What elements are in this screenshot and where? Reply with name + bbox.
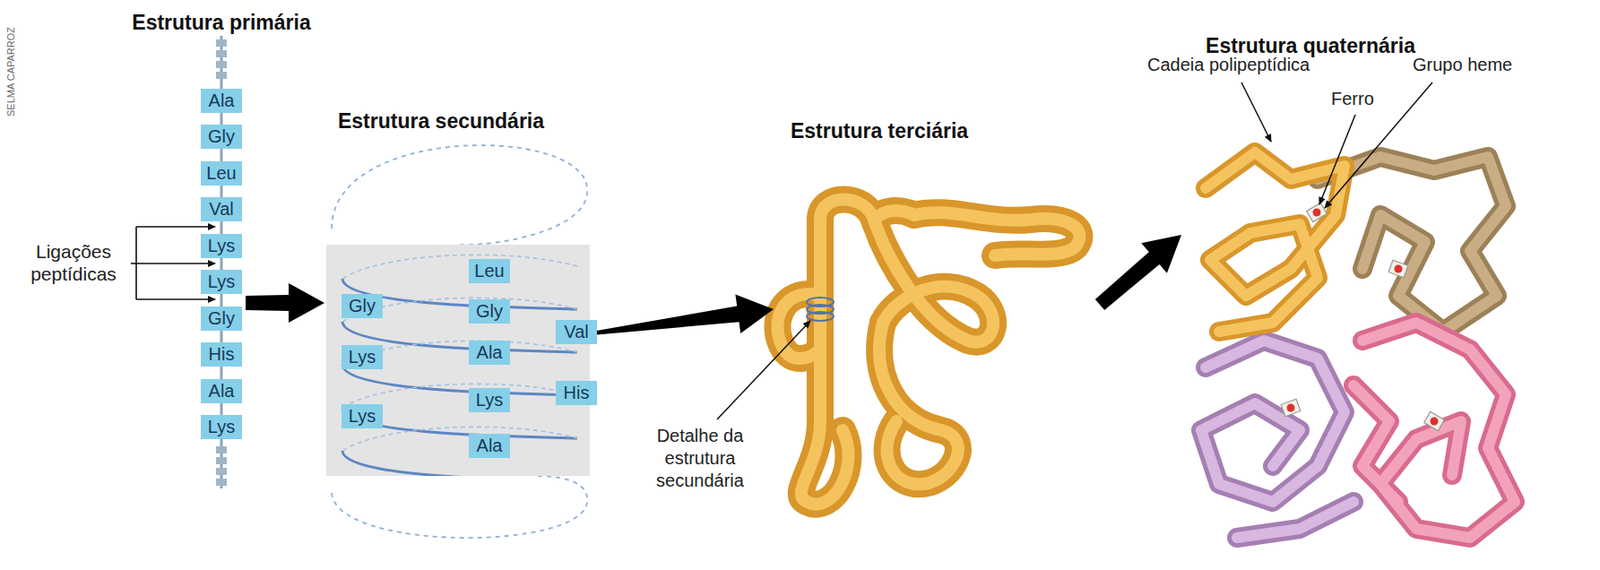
annotation-label: Detalhe da estrutura secundária bbox=[647, 424, 753, 493]
annotation-label: Grupo heme bbox=[1412, 53, 1539, 77]
amino-acid-box: Gly bbox=[468, 299, 511, 324]
chain-dot bbox=[216, 478, 227, 486]
amino-acid-box: His bbox=[555, 380, 597, 406]
chain-dot bbox=[216, 50, 227, 58]
amino-acid-name: Ala bbox=[476, 342, 503, 363]
structure-stage: Estrutura quaternária bbox=[1183, 147, 1515, 547]
amino-acid-name: His bbox=[563, 382, 590, 403]
amino-acid-name: Lys bbox=[207, 416, 235, 437]
amino-acid-name: Leu bbox=[206, 163, 236, 183]
heme-group bbox=[1280, 202, 1445, 431]
structure-stage: Estrutura terciária bbox=[775, 183, 1099, 511]
amino-acid-name: Gly bbox=[348, 295, 376, 316]
amino-acid-name: Lys bbox=[207, 235, 235, 256]
amino-acid-name: Gly bbox=[207, 126, 235, 147]
amino-acid-name: Val bbox=[563, 321, 589, 342]
amino-acid-name: His bbox=[208, 344, 235, 364]
chain-dot bbox=[216, 457, 227, 465]
amino-acid-box: Lys bbox=[200, 233, 243, 259]
amino-acid-name: Gly bbox=[207, 308, 235, 329]
annotation-label: Ferro bbox=[1331, 87, 1403, 111]
credit-watermark: SELMA CAPARROZ bbox=[4, 26, 18, 117]
amino-acid-box: Leu bbox=[200, 161, 243, 186]
amino-acid-name: Lys bbox=[207, 271, 235, 292]
chain-dot bbox=[216, 60, 227, 69]
annotation-label: Cadeia polipeptídica bbox=[1147, 53, 1327, 77]
helix-panel: Estrutura secundáriaLeuGlyGlyValLysAlaLy… bbox=[326, 244, 590, 476]
amino-acid-box: Ala bbox=[468, 340, 511, 365]
leader-lines bbox=[717, 82, 1433, 420]
amino-acid-name: Ala bbox=[476, 435, 503, 456]
stage-heading: Estrutura terciária bbox=[790, 119, 969, 144]
amino-acid-box: Gly bbox=[341, 294, 383, 319]
stage-arrow bbox=[245, 283, 325, 323]
amino-acid-name: Lys bbox=[475, 389, 503, 410]
amino-acid-box: Val bbox=[555, 320, 597, 345]
amino-acid-name: Lys bbox=[348, 346, 376, 367]
stage-heading: Estrutura secundária bbox=[337, 109, 545, 134]
stage-heading: Estrutura quaternária bbox=[1205, 34, 1416, 59]
amino-acid-name: Ala bbox=[208, 380, 235, 401]
amino-acid-box: Lys bbox=[341, 345, 383, 370]
amino-acid-box: His bbox=[200, 342, 243, 367]
amino-acid-box: Gly bbox=[200, 306, 243, 331]
amino-acid-box: Gly bbox=[200, 124, 243, 149]
amino-acid-box: Ala bbox=[468, 433, 511, 459]
tertiary-protein bbox=[777, 199, 1080, 505]
stage-arrow bbox=[591, 294, 774, 337]
amino-acid-name: Leu bbox=[474, 260, 504, 281]
amino-acid-box: Ala bbox=[200, 379, 243, 404]
quaternary-protein bbox=[1201, 152, 1515, 538]
amino-acid-name: Gly bbox=[475, 301, 503, 321]
structure-stage: Estrutura primáriaAlaGlyLeuValLysLysGlyH… bbox=[198, 82, 244, 442]
amino-acid-name: Lys bbox=[348, 406, 376, 426]
amino-acid-name: Ala bbox=[208, 90, 235, 111]
chain-dot bbox=[216, 39, 227, 47]
chain-dot bbox=[216, 446, 227, 454]
amino-acid-box: Val bbox=[200, 197, 243, 222]
amino-acid-name: Val bbox=[208, 198, 234, 219]
amino-acid-box: Lys bbox=[468, 388, 511, 413]
amino-acid-box: Leu bbox=[468, 259, 511, 284]
amino-acid-box: Lys bbox=[200, 269, 243, 295]
amino-acid-box: Lys bbox=[200, 415, 243, 440]
stage-heading: Estrutura primária bbox=[131, 10, 311, 35]
annotation-label: Ligações peptídicas bbox=[16, 240, 131, 286]
chain-dot bbox=[216, 467, 227, 476]
chain-dot bbox=[216, 71, 227, 79]
amino-acid-box: Lys bbox=[341, 404, 383, 429]
amino-acid-box: Ala bbox=[200, 88, 243, 113]
stage-arrow bbox=[1095, 234, 1182, 311]
